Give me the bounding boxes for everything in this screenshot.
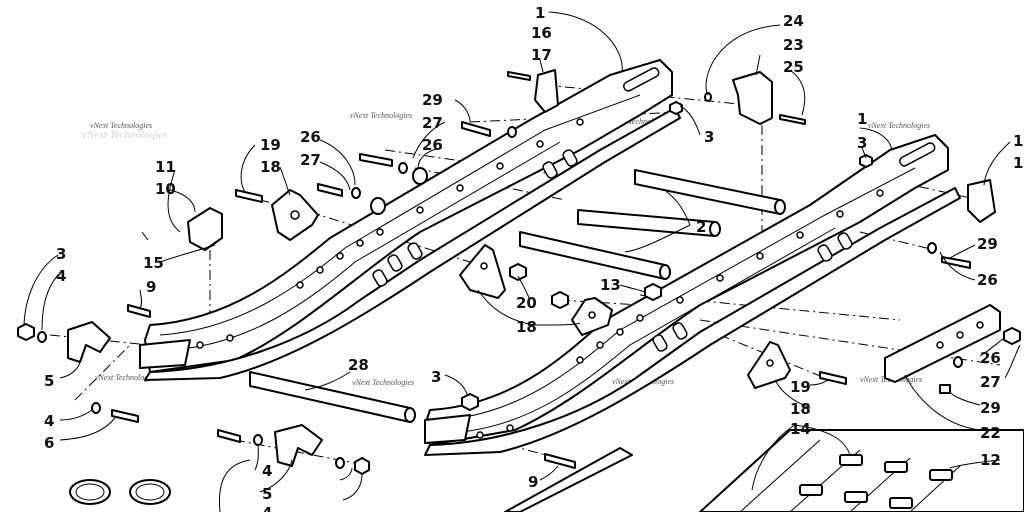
callout-19: 19 — [260, 136, 281, 154]
callout-18: 18 — [516, 318, 537, 336]
callout-20: 20 — [516, 294, 537, 312]
callout-26: 26 — [977, 271, 998, 289]
callout-18: 18 — [260, 158, 281, 176]
hose-clamps — [69, 479, 171, 505]
watermark: vNext Technologies — [90, 121, 152, 130]
callout-3: 3 — [704, 128, 714, 146]
cross-shafts — [249, 169, 786, 423]
callout-16: 16 — [531, 24, 552, 42]
callout-1: 1 — [1013, 154, 1023, 172]
callout-27: 27 — [422, 114, 443, 132]
callout-17: 17 — [531, 46, 552, 64]
callout-27: 27 — [980, 373, 1001, 391]
callout-11: 11 — [155, 158, 176, 176]
callout-1: 1 — [535, 4, 545, 22]
callout-10: 10 — [155, 180, 176, 198]
callout-29: 29 — [422, 91, 443, 109]
callout-4: 4 — [56, 267, 66, 285]
clips-and-blocks — [67, 69, 996, 467]
watermark-bg: vNext Technologies — [82, 129, 167, 141]
callout-4: 4 — [262, 462, 272, 480]
watermark: vNext Technologies — [95, 373, 157, 382]
callout-23: 23 — [783, 36, 804, 54]
callout-1: 1 — [1013, 132, 1023, 150]
brackets — [271, 189, 791, 389]
callout-28: 28 — [348, 356, 369, 374]
callout-29: 29 — [977, 235, 998, 253]
callout-26: 26 — [422, 136, 443, 154]
callout-25: 25 — [783, 58, 804, 76]
callout-5: 5 — [44, 372, 54, 390]
callout-9: 9 — [146, 278, 156, 296]
callout-3: 3 — [857, 134, 867, 152]
callout-6: 6 — [44, 434, 54, 452]
callout-4: 4 — [262, 504, 272, 512]
callout-19: 19 — [790, 378, 811, 396]
callout-15: 15 — [143, 254, 164, 272]
callout-13: 13 — [600, 276, 621, 294]
callout-26: 26 — [300, 128, 321, 146]
callout-22: 22 — [980, 424, 1001, 442]
right-slide-rail — [424, 134, 961, 456]
callout-1: 1 — [857, 110, 867, 128]
callout-labels: 1 16 17 24 23 25 29 27 26 26 27 3 19 18 … — [44, 4, 1023, 512]
watermark: vNext Technologies — [352, 378, 414, 387]
callout-9: 9 — [528, 473, 538, 491]
watermark: vNext Technologies — [868, 121, 930, 130]
wear-strip — [504, 447, 633, 512]
callout-18: 18 — [790, 400, 811, 418]
leader-lines — [23, 11, 1021, 512]
watermark: vNext Technologies — [350, 111, 412, 120]
watermark: vNext Technologies — [608, 117, 670, 126]
callout-3: 3 — [431, 368, 441, 386]
drive-track — [699, 429, 1024, 512]
callout-14: 14 — [790, 420, 811, 438]
callout-29: 29 — [980, 399, 1001, 417]
callout-26: 26 — [980, 349, 1001, 367]
callout-5: 5 — [262, 485, 272, 503]
left-slide-rail — [139, 59, 681, 381]
callout-12: 12 — [980, 451, 1001, 469]
callout-2: 2 — [696, 218, 706, 236]
rear-axle-plate — [884, 304, 1001, 383]
callout-3: 3 — [56, 245, 66, 263]
hardware — [17, 71, 1021, 475]
callout-27: 27 — [300, 151, 321, 169]
callout-24: 24 — [783, 12, 804, 30]
callout-4: 4 — [44, 412, 54, 430]
